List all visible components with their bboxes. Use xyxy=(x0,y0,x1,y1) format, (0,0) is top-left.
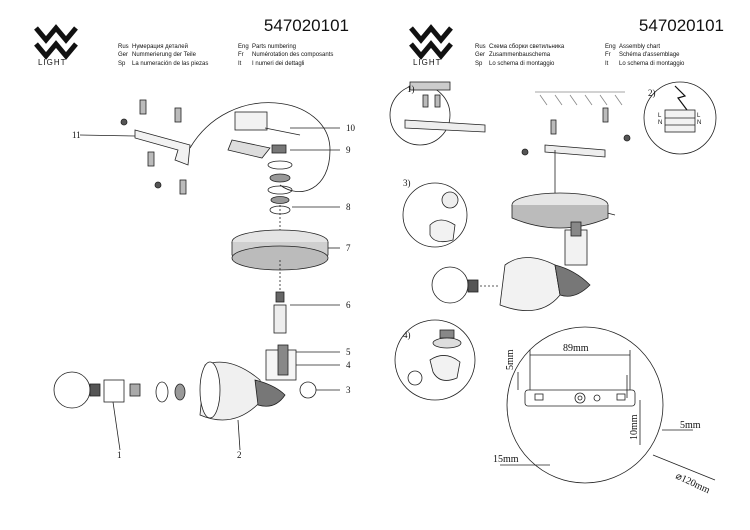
step-4: 4) xyxy=(403,330,411,340)
assembly-drawing: 1) 2) 3) 4) L N L N 89mm 5mm 10mm 5mm 15… xyxy=(389,81,717,497)
callout-2: 2 xyxy=(237,450,242,460)
exploded-parts-drawing: 11 10 9 8 7 6 5 4 3 1 2 xyxy=(53,99,356,460)
callout-1: 1 xyxy=(117,450,122,460)
step-1: 1) xyxy=(407,84,415,94)
wiring-label-l2: L xyxy=(697,113,701,119)
product-code: 547020101 xyxy=(638,16,724,35)
callout-3: 3 xyxy=(346,385,351,395)
logo-text: LIGHT xyxy=(38,58,67,67)
dim-height-a: 5mm xyxy=(505,349,516,370)
wiring-label-n: N xyxy=(658,120,662,126)
dim-edge: 5mm xyxy=(680,420,701,431)
mw-light-logo-icon xyxy=(409,24,453,60)
dim-offset: 15mm xyxy=(493,454,519,465)
callout-7: 7 xyxy=(346,243,351,253)
dim-width: 89mm xyxy=(563,343,589,354)
mw-light-logo-icon xyxy=(34,24,78,60)
logo-text: LIGHT xyxy=(413,58,442,67)
callout-6: 6 xyxy=(346,300,351,310)
dim-height-b: 10mm xyxy=(629,414,640,440)
callout-5: 5 xyxy=(346,347,351,357)
step-3: 3) xyxy=(403,178,411,188)
wiring-label-l: L xyxy=(658,113,662,119)
callout-4: 4 xyxy=(346,360,351,370)
dim-diameter: ⌀120mm xyxy=(674,471,712,497)
callout-10: 10 xyxy=(346,123,356,133)
wiring-label-n2: N xyxy=(697,120,701,126)
product-code: 547020101 xyxy=(263,16,349,35)
step-2: 2) xyxy=(648,88,656,98)
callout-8: 8 xyxy=(346,202,351,212)
callout-9: 9 xyxy=(346,145,351,155)
callout-11: 11 xyxy=(72,130,81,140)
